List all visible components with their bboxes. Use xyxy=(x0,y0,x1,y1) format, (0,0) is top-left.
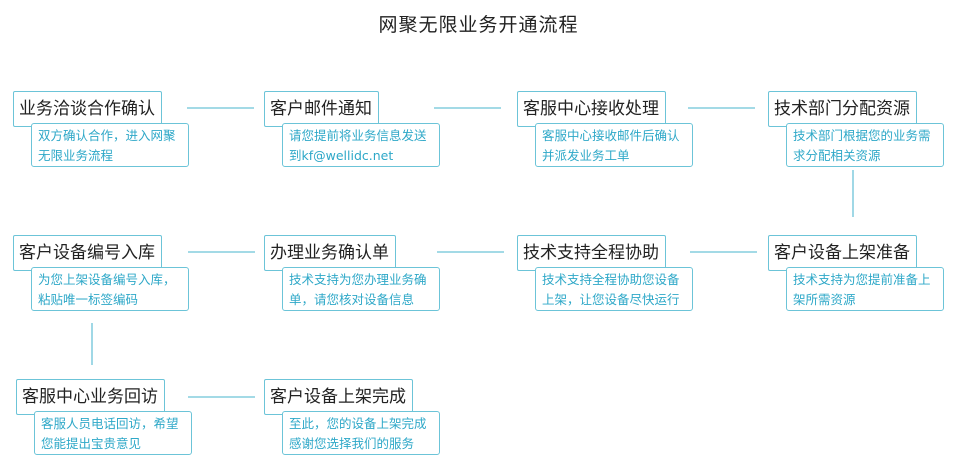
step-description: 客服中心接收邮件后确认并派发业务工单 xyxy=(535,123,693,167)
step-title: 客服中心接收处理 xyxy=(517,91,666,127)
step-description: 技术支持全程协助您设备上架，让您设备尽快运行 xyxy=(535,267,693,311)
step-title: 客服中心业务回访 xyxy=(16,379,165,415)
step-title: 技术部门分配资源 xyxy=(768,91,917,127)
step-description: 技术支持为您办理业务确单，请您核对设备信息 xyxy=(282,267,440,311)
step-title: 办理业务确认单 xyxy=(264,235,396,271)
step-description: 客服人员电话回访，希望您能提出宝贵意见 xyxy=(34,411,192,455)
step-title: 客户设备上架准备 xyxy=(768,235,917,271)
step-description: 请您提前将业务信息发送到kf@wellidc.net xyxy=(282,123,440,167)
page-title: 网聚无限业务开通流程 xyxy=(378,14,579,36)
step-title: 技术支持全程协助 xyxy=(517,235,666,271)
step-title: 业务洽谈合作确认 xyxy=(13,91,162,127)
step-description: 至此，您的设备上架完成感谢您选择我们的服务 xyxy=(282,411,440,455)
step-description: 为您上架设备编号入库，粘贴唯一标签编码 xyxy=(31,267,189,311)
step-title: 客户设备上架完成 xyxy=(264,379,413,415)
step-description: 技术支持为您提前准备上架所需资源 xyxy=(786,267,944,311)
step-description: 双方确认合作，进入网聚无限业务流程 xyxy=(31,123,189,167)
step-title: 客户设备编号入库 xyxy=(13,235,162,271)
step-title: 客户邮件通知 xyxy=(264,91,379,127)
step-description: 技术部门根据您的业务需求分配相关资源 xyxy=(786,123,944,167)
